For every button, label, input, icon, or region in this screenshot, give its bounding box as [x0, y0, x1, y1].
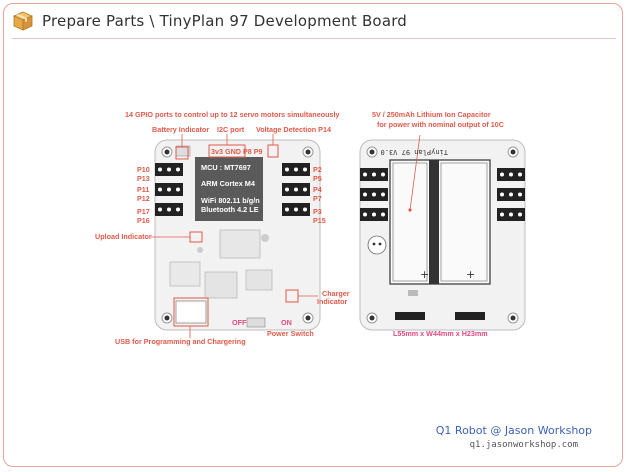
port-p2: P2: [313, 165, 322, 174]
board-logo: [367, 235, 387, 255]
header-divider: [12, 38, 616, 39]
mcu-chip: [195, 157, 263, 221]
port-p7: P7: [313, 194, 322, 203]
voltage-detection-label: Voltage Detection P14: [256, 125, 331, 134]
chip-line-1: MCU : MT7697: [201, 163, 251, 172]
on-label: ON: [281, 318, 292, 327]
package-box-icon: [13, 11, 33, 31]
front-labels: 14 GPIO ports to control up to 12 servo …: [95, 110, 350, 346]
back-labels: 5V / 250mAh Lithium Ion Capacitor for po…: [372, 110, 504, 338]
port-p13: P13: [137, 174, 150, 183]
chip-line-4: Bluetooth 4.2 LE: [201, 205, 259, 214]
chip-line-3: WiFi 802.11 b/g/n: [201, 196, 260, 205]
port-p16: P16: [137, 216, 150, 225]
usb-port: [175, 300, 207, 324]
gpio-callout: 14 GPIO ports to control up to 12 servo …: [125, 110, 339, 119]
front-board: MCU : MT7697 ARM Cortex M4 WiFi 802.11 b…: [154, 139, 321, 331]
back-board: + + TinyPlan 97 V3.0: [359, 134, 526, 331]
page-title: Prepare Parts \ TinyPlan 97 Development …: [42, 12, 408, 30]
upload-indicator-label: Upload Indicator: [95, 232, 152, 241]
chip-line-2: ARM Cortex M4: [201, 179, 256, 188]
footer-brand: Q1 Robot @ Jason Workshop: [435, 424, 592, 437]
left-header-pins: [155, 163, 183, 216]
charger-indicator-label-1: Charger: [322, 289, 350, 298]
power-switch-label: Power Switch: [267, 329, 314, 338]
charger-indicator-label-2: Indicator: [317, 297, 348, 306]
port-p12: P12: [137, 194, 150, 203]
right-header-pins: [282, 163, 310, 216]
port-p3: P3: [313, 207, 322, 216]
svg-text:+: +: [466, 268, 475, 281]
battery-pack: [389, 159, 491, 285]
page-header: Prepare Parts \ TinyPlan 97 Development …: [12, 10, 407, 32]
i2c-port-label: I2C port: [217, 125, 245, 134]
footer-url[interactable]: q1.jasonworkshop.com: [469, 440, 578, 450]
port-p5: P5: [313, 174, 322, 183]
battery-indicator-label: Battery Indicator: [152, 125, 209, 134]
usb-label: USB for Programming and Chargering: [115, 337, 246, 346]
port-p4: P4: [313, 185, 322, 194]
port-p15: P15: [313, 216, 326, 225]
back-board-label: TinyPlan 97 V3.0: [381, 148, 448, 156]
i2c-pins-text: 3v3 GND P8 P9: [211, 147, 263, 156]
dimensions-label: L55mm x W44mm x H23mm: [393, 329, 488, 338]
svg-text:+: +: [420, 268, 429, 281]
port-p10: P10: [137, 165, 150, 174]
off-label: OFF: [232, 318, 247, 327]
power-switch: [246, 317, 266, 328]
port-p11: P11: [137, 185, 149, 194]
capacitor-label-1: 5V / 250mAh Lithium Ion Capacitor: [372, 110, 491, 119]
port-p17: P17: [137, 207, 150, 216]
capacitor-label-2: for power with nominal output of 10C: [377, 120, 504, 129]
